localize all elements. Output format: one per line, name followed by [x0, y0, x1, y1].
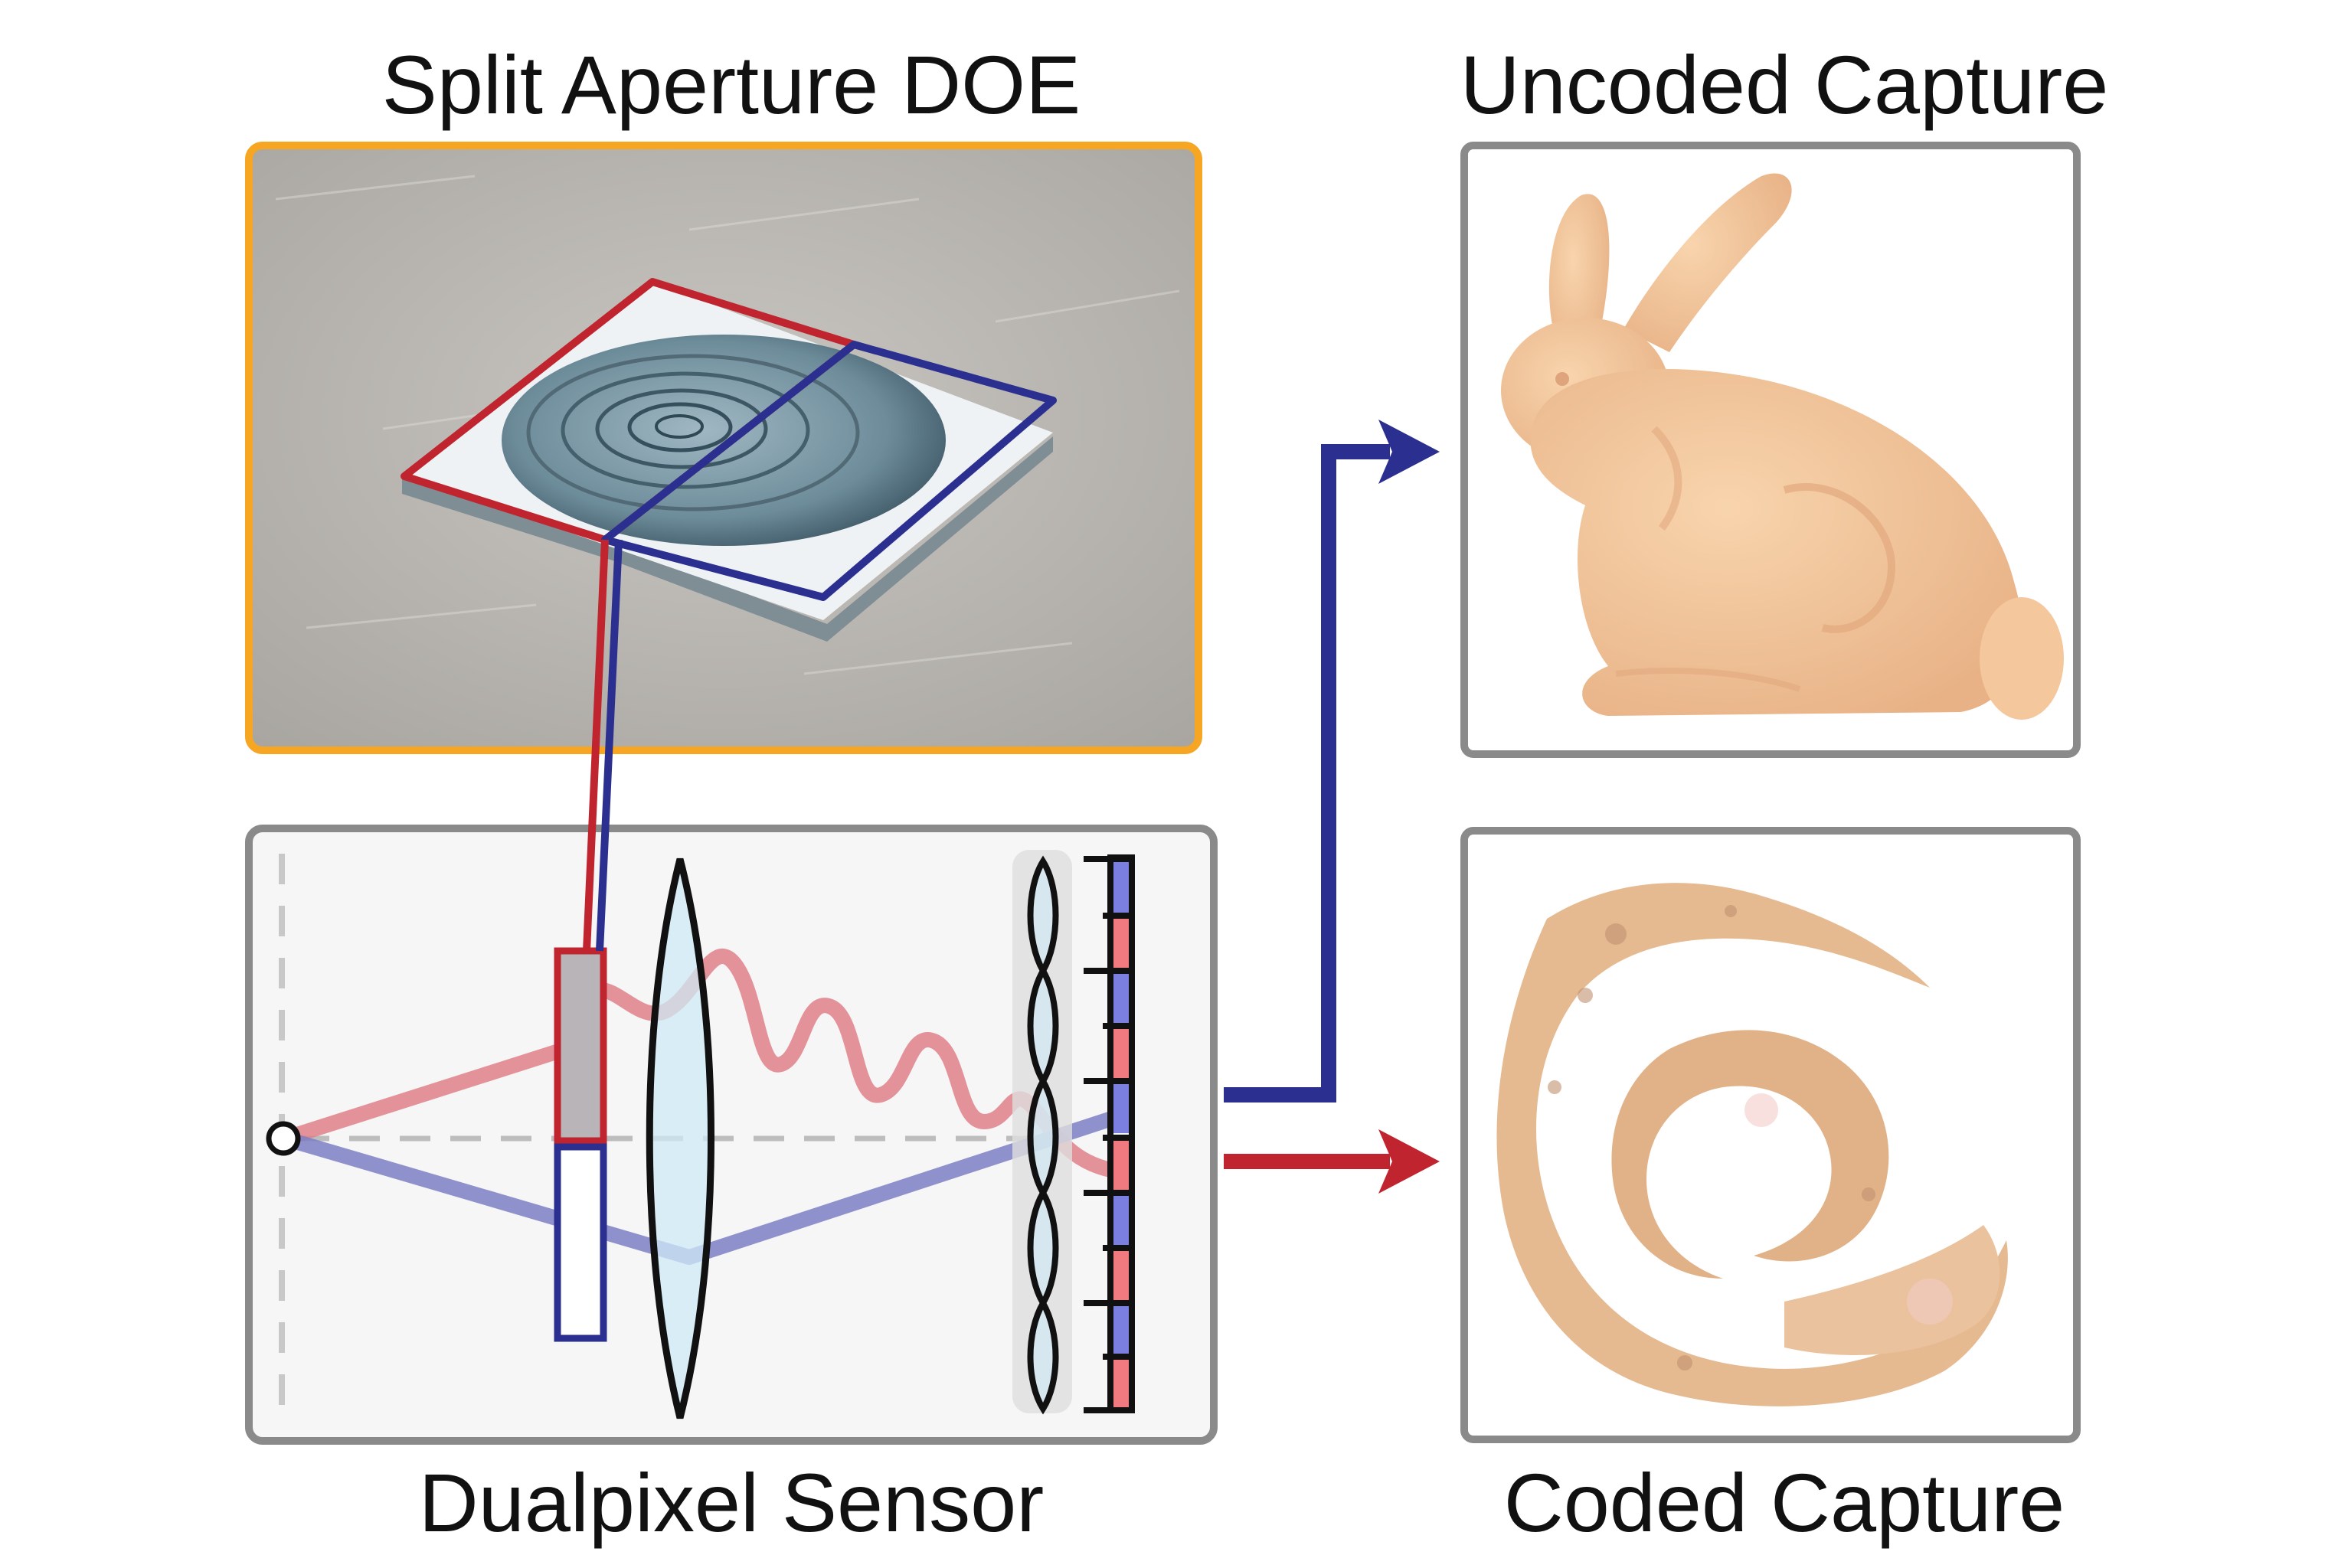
- microlens: [1027, 1297, 1059, 1415]
- coded-image: [1496, 883, 2008, 1406]
- doe-red-element: [554, 947, 607, 1145]
- coded-capture-panel: [1460, 827, 2081, 1443]
- doe-title: Split Aperture DOE: [381, 38, 1081, 131]
- sensor-panel-frame: [245, 825, 1218, 1445]
- doe-photo-frame: [245, 142, 1202, 754]
- microlens: [1027, 965, 1059, 1087]
- point-source: [266, 1121, 301, 1156]
- dualpixel-sensor-title: Dualpixel Sensor: [418, 1456, 1045, 1549]
- bunny-image: [1501, 173, 2064, 720]
- doe-blue-element: [554, 1143, 607, 1342]
- uncoded-capture-panel: [1460, 142, 2081, 758]
- microlens-array: [1012, 850, 1072, 1415]
- main-lens: [646, 858, 714, 1419]
- diffractive-lens: [502, 335, 946, 546]
- dualpixel-panel: [245, 539, 1218, 1445]
- red-ray: [282, 1040, 574, 1146]
- coded-capture-title: Coded Capture: [1503, 1456, 2065, 1549]
- microlens: [1027, 855, 1059, 977]
- blue-output-arrow: [1224, 420, 1440, 1102]
- red-connector: [583, 539, 609, 952]
- uncoded-capture-title: Uncoded Capture: [1460, 38, 2109, 131]
- microlens: [1027, 1187, 1059, 1309]
- doe-photo: [245, 142, 1202, 754]
- dualpixel-column: [1084, 854, 1135, 1413]
- red-output-arrow: [1224, 1129, 1440, 1194]
- blue-connector: [596, 539, 623, 952]
- blue-aperture-half: [601, 341, 1057, 601]
- microlens: [1027, 1075, 1059, 1199]
